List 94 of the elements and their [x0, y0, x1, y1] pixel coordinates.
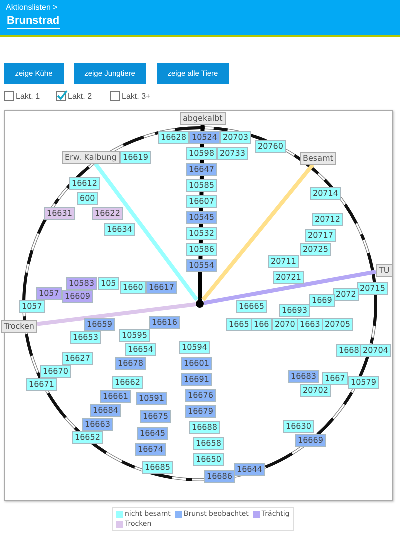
phase-label: Trocken — [1, 320, 38, 333]
animal-tag: 20703 — [220, 131, 252, 144]
animal-tag: 16631 — [44, 207, 76, 220]
animal-tag: 16691 — [181, 373, 212, 386]
animal-tag: 166 — [251, 318, 272, 331]
animal-tag: 16674 — [135, 443, 166, 456]
center-dot — [196, 300, 204, 308]
animal-tag: 16616 — [149, 316, 180, 329]
animal-tag: 1660 — [120, 281, 146, 294]
phase-label: Besamt — [300, 152, 336, 165]
animal-tag: 16617 — [146, 281, 178, 294]
animal-tag: 16693 — [279, 304, 310, 317]
animal-tag: 16645 — [137, 427, 168, 440]
animal-tag: 1668 — [336, 344, 362, 357]
animal-tag: 10579 — [348, 376, 380, 389]
animal-tag: 2070 — [272, 318, 298, 331]
animal-tag: 2072 — [333, 288, 360, 301]
animal-tag: 105 — [98, 277, 120, 290]
animal-tag: 16601 — [181, 357, 212, 370]
animal-tag: 10591 — [136, 392, 168, 405]
animal-tag: 16675 — [140, 410, 172, 423]
animal-tag: 16679 — [185, 405, 216, 418]
animal-tag: 20733 — [217, 147, 248, 160]
animal-tag: 20702 — [300, 384, 332, 397]
animal-tag: 16678 — [115, 357, 146, 370]
animal-tag: 20725 — [300, 243, 332, 256]
animal-tag: 1057 — [19, 300, 46, 313]
animal-tag: 16659 — [84, 318, 116, 331]
animal-tag: 16671 — [26, 378, 58, 391]
animal-tag: 16670 — [40, 365, 72, 378]
animal-tag: 16662 — [112, 376, 144, 389]
animal-tag: 20717 — [305, 229, 336, 242]
animal-tag: 16686 — [204, 470, 236, 483]
animal-tag: 16684 — [90, 404, 122, 417]
animal-tag: 16652 — [72, 431, 104, 444]
animal-tag: 20714 — [310, 187, 342, 200]
animal-tag: 16685 — [142, 461, 174, 474]
animal-tag: 16661 — [100, 390, 132, 403]
animal-tag: 16669 — [295, 434, 326, 447]
spoke-line — [94, 162, 199, 302]
animal-tag: 16688 — [189, 421, 220, 434]
animal-tag: 10585 — [186, 179, 218, 192]
animal-tag: 16663 — [82, 418, 114, 431]
animal-tag: 16628 — [158, 131, 190, 144]
animal-tag: 16612 — [69, 177, 100, 190]
animal-tag: 10586 — [186, 243, 218, 256]
animal-tag: 10595 — [119, 329, 150, 342]
animal-tag: 16609 — [62, 290, 94, 303]
animal-tag: 10583 — [66, 277, 98, 290]
animal-tag: 16622 — [92, 207, 124, 220]
animal-tag: 10532 — [186, 227, 218, 240]
animal-tag: 16644 — [234, 463, 266, 476]
spoke-line — [204, 270, 376, 306]
animal-tag: 16658 — [193, 437, 224, 450]
animal-tag: 16654 — [125, 343, 156, 356]
animal-tag: 16619 — [120, 151, 152, 164]
breadcrumb: Aktionslisten > — [6, 3, 58, 12]
animal-tag: 16676 — [185, 389, 216, 402]
checkbox-label: Lakt. 1 — [16, 92, 40, 100]
animal-tag: 20712 — [312, 213, 344, 226]
phase-label: Erw. Kalbung — [62, 151, 120, 164]
phase-label: abgekalbt — [180, 112, 226, 125]
phase-label: TU — [376, 264, 393, 277]
animal-tag: 10554 — [186, 259, 218, 272]
animal-tag: 10524 — [189, 131, 220, 144]
animal-tag: 10545 — [186, 211, 218, 224]
animal-tag: 1667 — [322, 372, 348, 385]
animal-tag: 20721 — [273, 271, 304, 284]
animal-tag: 1665 — [226, 318, 252, 331]
animal-tag: 16653 — [70, 331, 102, 344]
animal-tag: 10594 — [179, 341, 210, 354]
animal-tag: 16634 — [104, 223, 136, 236]
animal-tag: 1663 — [297, 318, 324, 331]
animal-tag: 20711 — [268, 255, 300, 268]
animal-tag: 20704 — [360, 344, 392, 357]
animal-tag: 600 — [77, 192, 98, 205]
spoke-line — [202, 164, 314, 302]
checkbox-label: Lakt. 2 — [68, 92, 92, 100]
animal-tag: 16665 — [236, 300, 268, 313]
animal-tag: 16627 — [62, 352, 94, 365]
animal-tag: 20715 — [357, 282, 388, 295]
animal-tag: 16647 — [186, 163, 218, 176]
animal-tag: 16683 — [288, 370, 320, 383]
animal-tag: 1057 — [36, 287, 62, 300]
animal-tag: 10598 — [186, 147, 218, 160]
spoke-line — [37, 302, 196, 326]
checkbox-label: Lakt. 3+ — [122, 92, 151, 100]
animal-tag: 20705 — [322, 318, 354, 331]
animal-tag: 16607 — [186, 195, 218, 208]
animal-tag: 16630 — [283, 420, 314, 433]
page-title: Brunstrad — [7, 15, 60, 29]
animal-tag: 20760 — [255, 140, 286, 153]
animal-tag: 1669 — [309, 294, 336, 307]
animal-tag: 16650 — [193, 453, 224, 466]
